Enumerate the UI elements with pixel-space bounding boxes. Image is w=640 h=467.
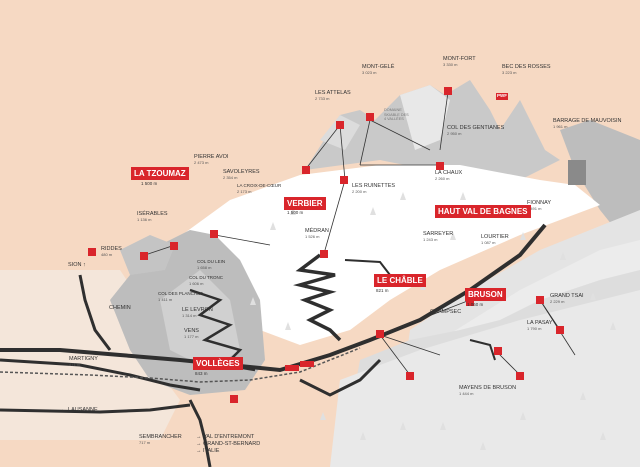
highlight-haut-val-de-bagnes[interactable]: HAUT VAL DE BAGNES bbox=[435, 205, 531, 218]
label-pwf: PWF bbox=[497, 93, 507, 98]
peak-snow bbox=[400, 85, 450, 150]
sion-road bbox=[78, 274, 112, 351]
highlight-bruson[interactable]: BRUSON bbox=[465, 288, 506, 301]
highlight-la-tzoumaz[interactable]: LA TZOUMAZ bbox=[131, 167, 189, 180]
entremont-road bbox=[188, 399, 212, 467]
verbier-switchback-road bbox=[293, 253, 342, 342]
highlight-verbier-alt: 1 500 m bbox=[287, 210, 304, 215]
label-champsec: CHAMPSEC bbox=[430, 309, 462, 315]
label-italie: → VAL D'ENTREMONT → GRAND-ST-BERNARD → I… bbox=[196, 434, 261, 454]
peak-face bbox=[320, 115, 360, 150]
highlight-verbier[interactable]: VERBIER bbox=[284, 197, 326, 210]
label-sion: SION ↑ bbox=[68, 262, 86, 268]
highlight-le-chable[interactable]: LE CHÂBLE bbox=[374, 274, 426, 287]
lausanne-road bbox=[0, 403, 191, 414]
highlight-le-chable-alt: 821 m bbox=[376, 288, 389, 293]
highlight-volleges-alt: 843 m bbox=[195, 371, 208, 376]
lower-slope-2 bbox=[330, 290, 640, 467]
railway bbox=[0, 347, 361, 383]
highlight-volleges[interactable]: VOLLÈGES bbox=[193, 357, 243, 370]
trees bbox=[250, 192, 616, 450]
verbier-link-road bbox=[299, 358, 382, 397]
lift-stations bbox=[88, 87, 564, 403]
highlight-bruson-alt: 1 060 m bbox=[467, 302, 484, 307]
label-lausanne: ← LAUSANNE bbox=[61, 407, 98, 413]
bruson-road bbox=[469, 339, 496, 361]
highlight-la-tzoumaz-alt: 1 500 m bbox=[141, 181, 158, 186]
dam-icon bbox=[568, 160, 586, 185]
label-domaine-skiable: DOMAINE SKIABLE DES 4 VALLÉES bbox=[384, 108, 409, 121]
label-chemin: CHEMIN bbox=[109, 305, 131, 311]
train bbox=[285, 361, 314, 371]
martigny-road bbox=[0, 358, 201, 392]
